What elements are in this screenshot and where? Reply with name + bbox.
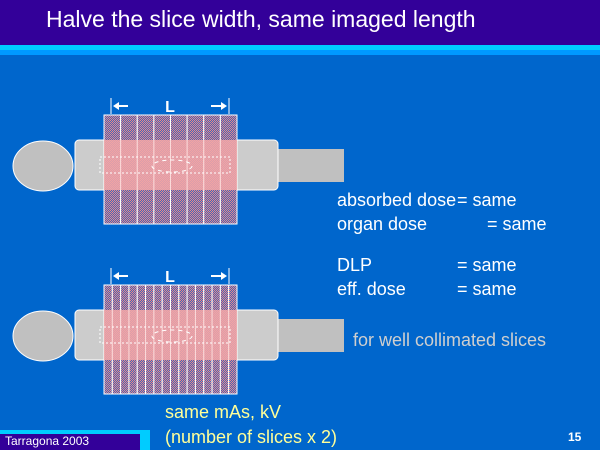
dlp-label: DLP	[337, 255, 373, 275]
organ	[151, 159, 193, 173]
organ-outline	[99, 326, 231, 344]
organ	[151, 329, 193, 343]
eff-dose-value: = same	[457, 279, 517, 299]
organ-dose-label: organ dose	[337, 214, 428, 234]
length-arrowhead-left	[113, 272, 119, 280]
patient-legs	[278, 319, 344, 352]
patient-head	[12, 310, 74, 362]
diagram-16-slices: L	[12, 268, 344, 395]
title-stripe	[0, 45, 600, 50]
footer-box	[0, 434, 140, 450]
condition-line-2: (number of slices x 2)	[165, 427, 338, 447]
length-label: L	[165, 269, 175, 286]
footer-text: Tarragona 2003	[5, 434, 90, 448]
absorbed-dose-value: = same	[457, 190, 517, 210]
length-arrowhead-left	[113, 102, 119, 110]
patient-head	[12, 140, 74, 192]
page-number: 15	[568, 430, 582, 444]
diagram-8-slices: L	[12, 98, 344, 225]
title-bar	[0, 0, 600, 45]
length-arrowhead-right	[221, 102, 227, 110]
organ-dose-value: = same	[487, 214, 547, 234]
patient-legs	[278, 149, 344, 182]
length-arrowhead-right	[221, 272, 227, 280]
length-label: L	[165, 99, 175, 116]
condition-line-1: same mAs, kV	[165, 402, 282, 422]
dlp-value: = same	[457, 255, 517, 275]
title-stripe-2	[0, 50, 600, 55]
collimation-note: for well collimated slices	[353, 330, 547, 350]
eff-dose-label: eff. dose	[337, 279, 406, 299]
absorbed-dose-label: absorbed dose	[337, 190, 457, 210]
organ-outline	[99, 156, 231, 174]
slide-title: Halve the slice width, same imaged lengt…	[46, 6, 476, 32]
